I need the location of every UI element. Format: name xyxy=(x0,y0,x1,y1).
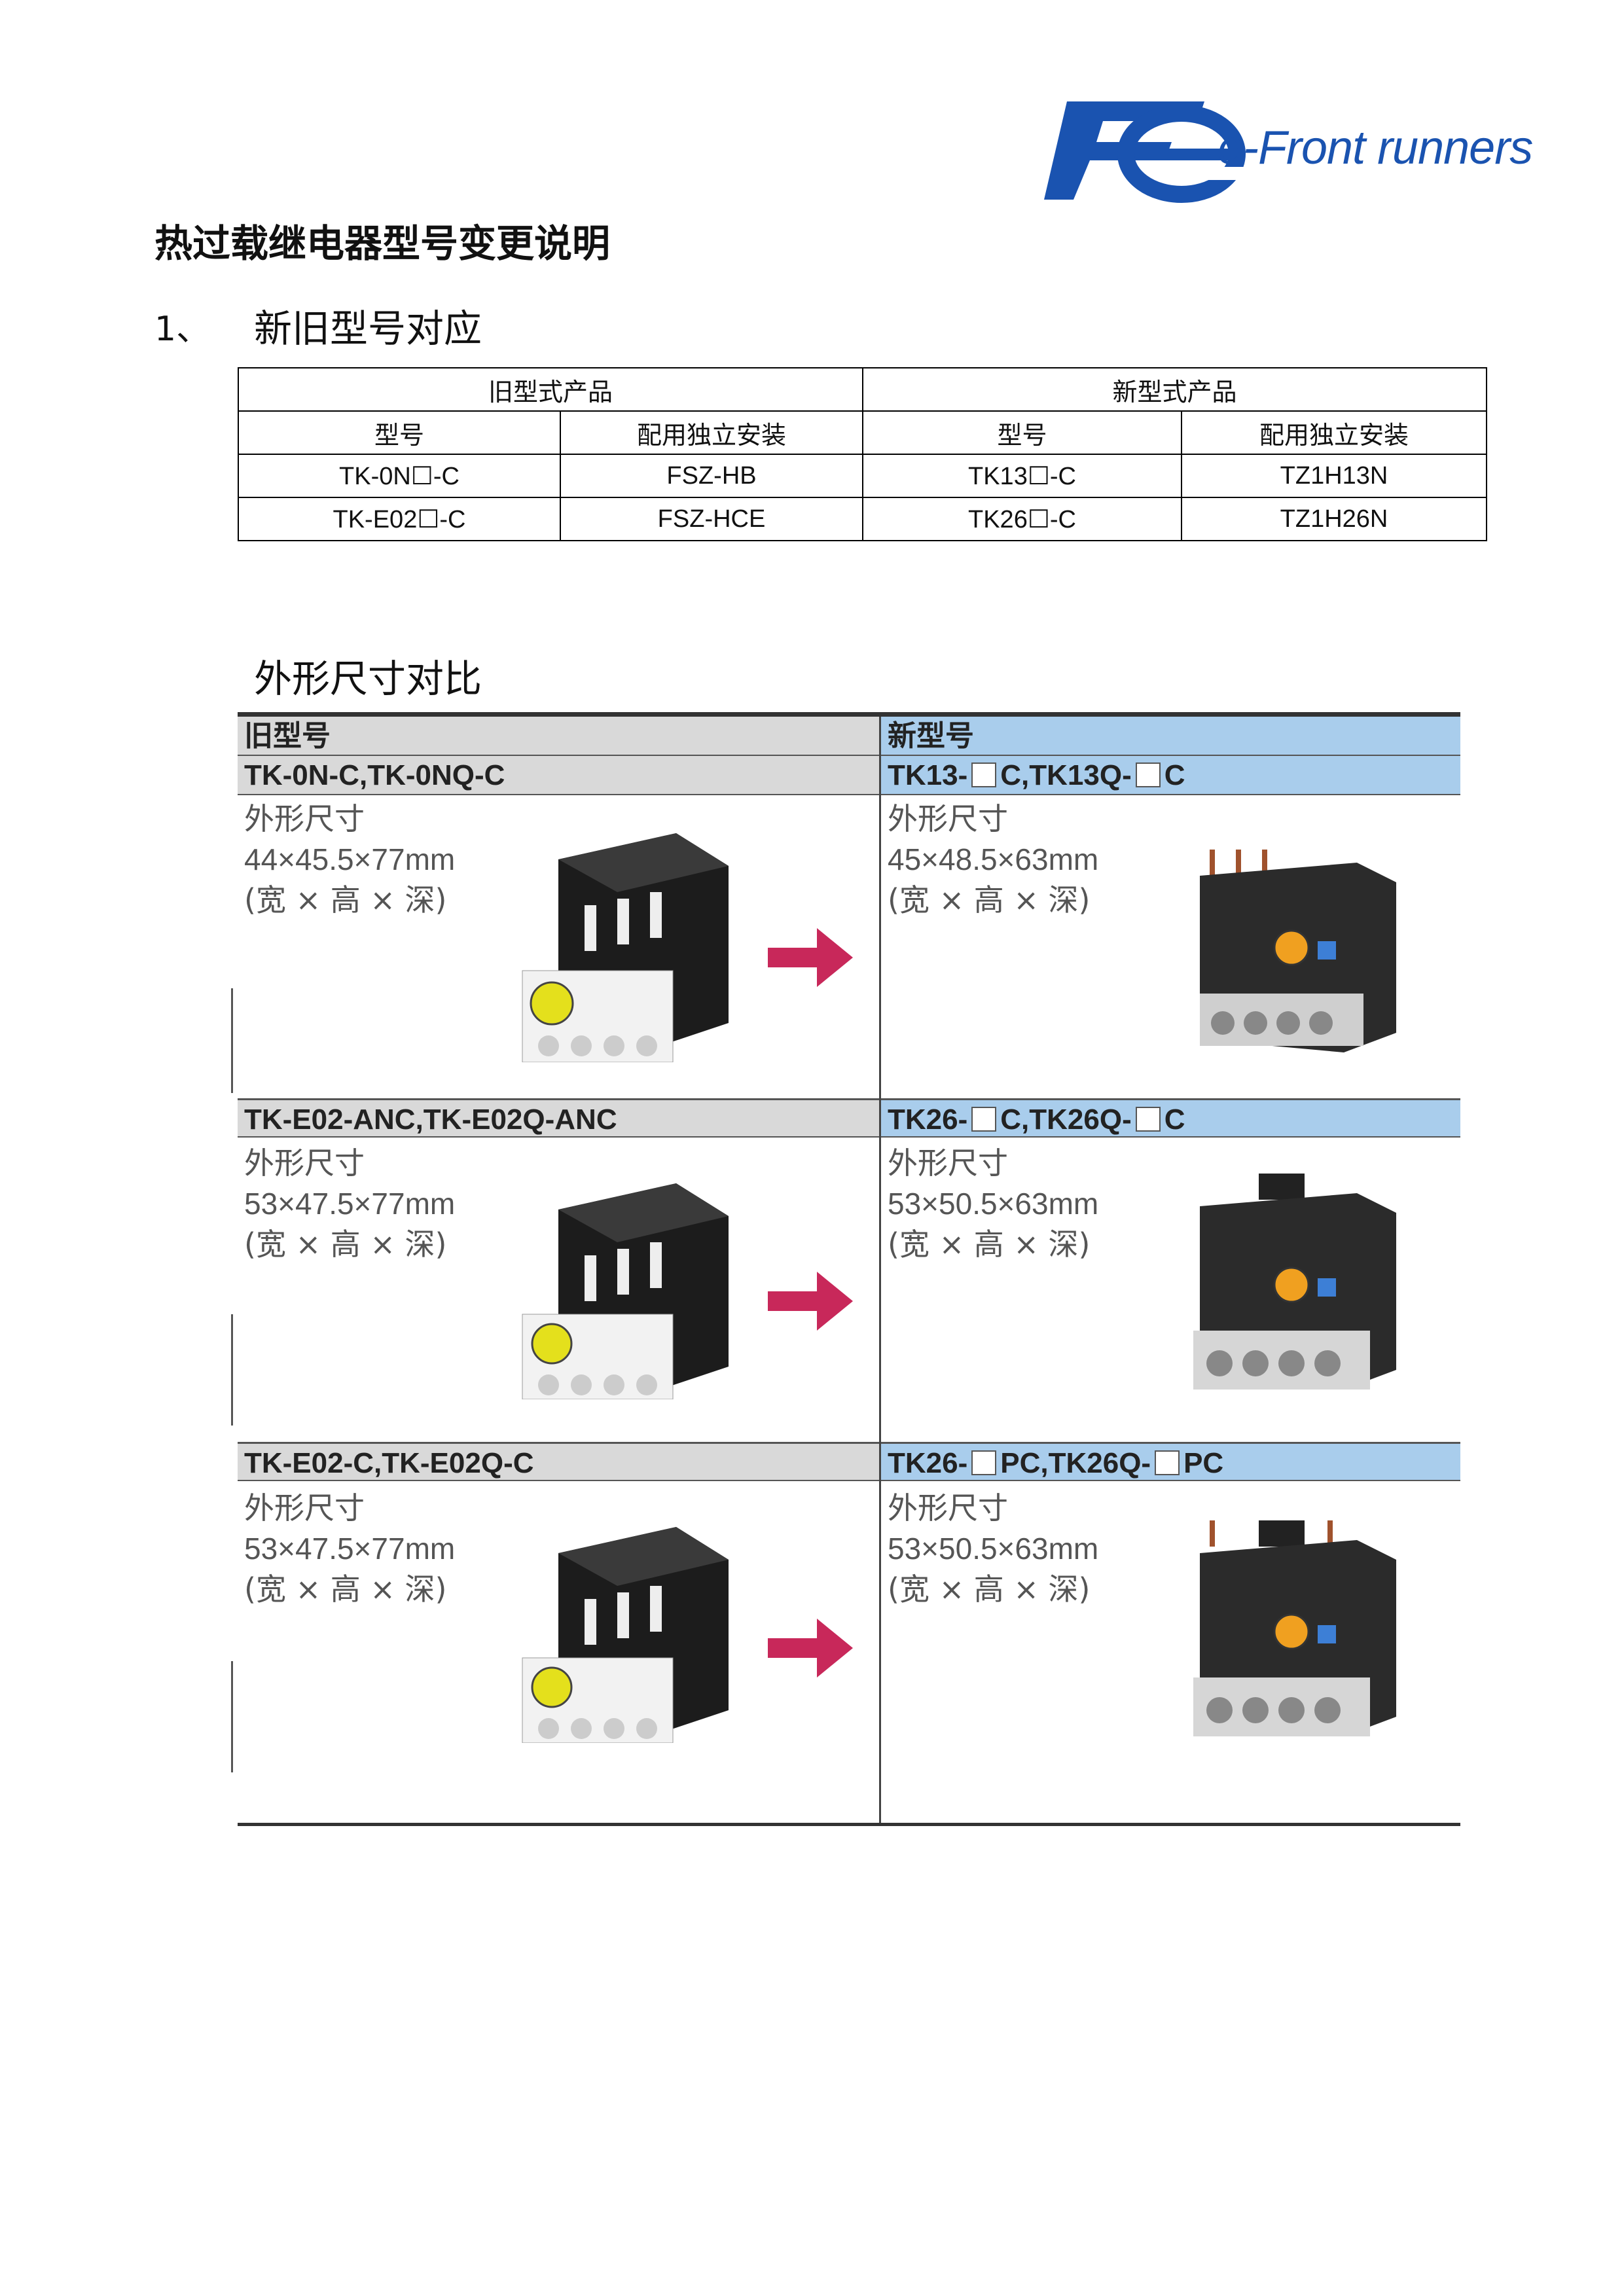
old-dimension-spec: 外形尺寸 53×47.5×77mm (宽 × 高 × 深) xyxy=(244,1490,456,1607)
table-cell: FSZ-HB xyxy=(560,454,863,498)
new-model-header: 新型号 xyxy=(881,717,1460,756)
arrow-icon xyxy=(768,1619,853,1677)
placeholder-box xyxy=(971,1450,997,1475)
placeholder-box xyxy=(1135,762,1161,787)
divider xyxy=(231,1661,233,1772)
table-cell: FSZ-HCE xyxy=(560,497,863,541)
table-row: TK-E02☐-C FSZ-HCE TK26☐-C TZ1H26N xyxy=(238,497,1487,541)
old-model-name: TK-0N-C,TK-0NQ-C xyxy=(238,756,879,795)
placeholder-box xyxy=(1155,1450,1180,1475)
section-number: 1、 xyxy=(154,310,211,349)
table-cell: TK-0N☐-C xyxy=(238,454,561,498)
old-dimension-spec: 外形尺寸 44×45.5×77mm (宽 × 高 × 深) xyxy=(244,801,456,918)
table-cell: TK26☐-C xyxy=(862,497,1182,541)
section-heading: 新旧型号对应 xyxy=(254,306,482,351)
old-dimension-spec: 外形尺寸 53×47.5×77mm (宽 × 高 × 深) xyxy=(244,1145,456,1262)
old-relay-image xyxy=(522,1527,729,1743)
divider xyxy=(238,712,1460,717)
divider xyxy=(238,1823,1460,1826)
new-dimension-spec: 外形尺寸 53×50.5×63mm (宽 × 高 × 深) xyxy=(888,1145,1099,1262)
group-header-new: 新型式产品 xyxy=(862,367,1487,412)
new-model-name: TK26-C,TK26Q-C xyxy=(881,1098,1460,1138)
section-heading: 外形尺寸对比 xyxy=(254,656,482,701)
column-header: 型号 xyxy=(238,410,561,455)
table-cell: TZ1H13N xyxy=(1181,454,1487,498)
old-relay-image xyxy=(522,1183,729,1399)
table-row: TK-0N☐-C FSZ-HB TK13☐-C TZ1H13N xyxy=(238,454,1487,498)
page-title: 热过载继电器型号变更说明 xyxy=(154,221,611,266)
new-model-name: TK13-C,TK13Q-C xyxy=(881,756,1460,795)
new-dimension-spec: 外形尺寸 45×48.5×63mm (宽 × 高 × 深) xyxy=(888,801,1099,918)
column-header: 配用独立安装 xyxy=(560,410,863,455)
divider xyxy=(231,988,233,1093)
old-relay-image xyxy=(522,833,729,1062)
dimension-comparison-figure: 旧型号 新型号 TK-0N-C,TK-0NQ-C TK13-C,TK13Q-C … xyxy=(231,712,1460,1826)
new-model-name: TK26-PC,TK26Q-PC xyxy=(881,1442,1460,1481)
logo-tagline: e-Front runners xyxy=(1218,122,1533,174)
column-header: 型号 xyxy=(862,410,1182,455)
new-relay-image xyxy=(1193,1520,1396,1736)
old-model-name: TK-E02-C,TK-E02Q-C xyxy=(238,1442,879,1481)
column-header: 配用独立安装 xyxy=(1181,410,1487,455)
table-column-header-row: 型号 配用独立安装 型号 配用独立安装 xyxy=(238,410,1487,455)
table-group-header-row: 旧型式产品 新型式产品 xyxy=(238,367,1487,412)
group-header-old: 旧型式产品 xyxy=(238,367,863,412)
model-mapping-table: 旧型式产品 新型式产品 型号 配用独立安装 型号 配用独立安装 TK-0N☐-C… xyxy=(238,367,1487,541)
placeholder-box xyxy=(971,1107,997,1132)
new-dimension-spec: 外形尺寸 53×50.5×63mm (宽 × 高 × 深) xyxy=(888,1490,1099,1607)
divider xyxy=(231,1314,233,1426)
old-model-name: TK-E02-ANC,TK-E02Q-ANC xyxy=(238,1098,879,1138)
new-relay-image xyxy=(1200,850,1396,1052)
arrow-icon xyxy=(768,1272,853,1331)
arrow-icon xyxy=(768,928,853,987)
table-cell: TZ1H26N xyxy=(1181,497,1487,541)
table-cell: TK13☐-C xyxy=(862,454,1182,498)
new-relay-image xyxy=(1193,1174,1396,1390)
placeholder-box xyxy=(1135,1107,1161,1132)
placeholder-box xyxy=(971,762,997,787)
old-model-header: 旧型号 xyxy=(238,717,879,756)
fuji-electric-logo xyxy=(1044,101,1246,203)
table-cell: TK-E02☐-C xyxy=(238,497,561,541)
divider xyxy=(879,717,881,1823)
